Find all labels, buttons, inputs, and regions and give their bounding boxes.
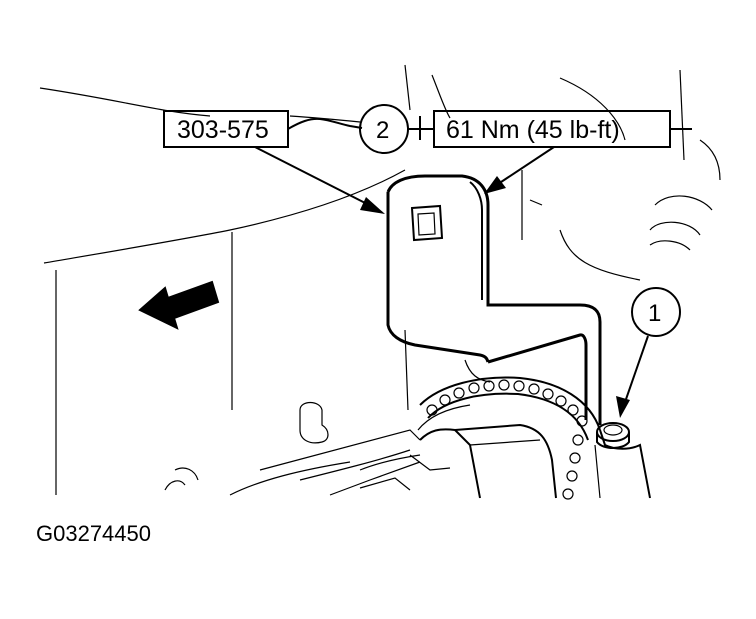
- tool-bracket: [386, 174, 602, 425]
- figure-id: G03274450: [36, 521, 151, 546]
- callout-item-2: 2: [359, 104, 434, 154]
- item-2-number: 2: [376, 117, 389, 144]
- bolt: [596, 422, 630, 449]
- callout-torque-spec: 61 Nm (45 lb-ft): [433, 110, 692, 194]
- item-1-number: 1: [648, 300, 661, 327]
- callout-item-1: 1: [616, 287, 681, 418]
- timing-chain-sprocket: [359, 376, 651, 500]
- direction-arrow: [138, 280, 220, 330]
- callout-tool-number: 303-575: [163, 110, 385, 214]
- torque-spec-label: 61 Nm (45 lb-ft): [446, 116, 620, 144]
- tool-number-label: 303-575: [177, 116, 269, 144]
- engine-outline: [39, 64, 721, 496]
- chain-links: [426, 379, 588, 500]
